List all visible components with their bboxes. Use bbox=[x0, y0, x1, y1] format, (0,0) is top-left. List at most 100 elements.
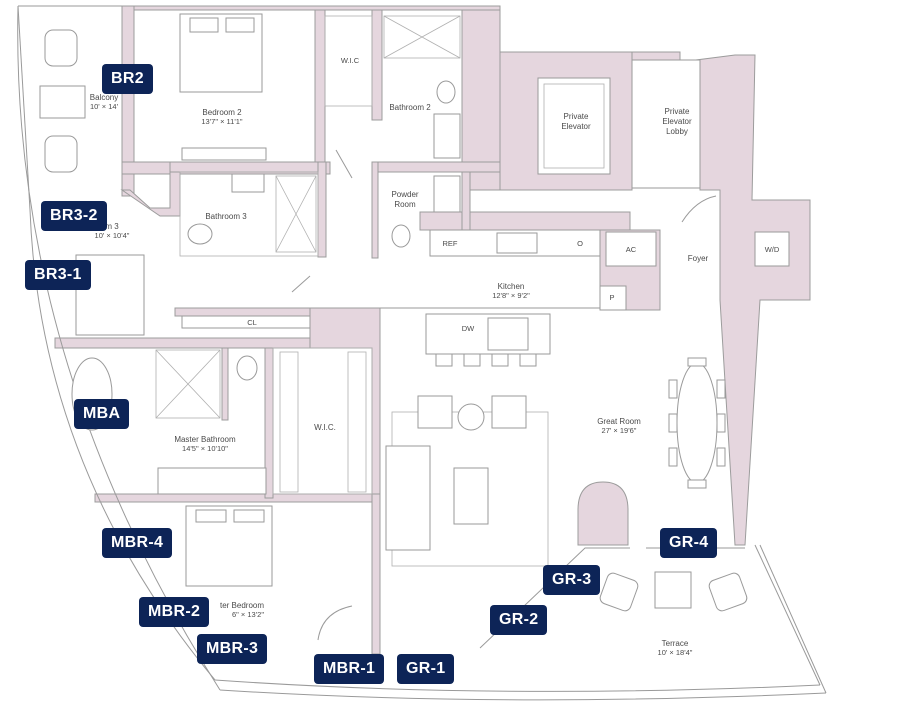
wall-br3-corner bbox=[120, 171, 181, 217]
tag-gr-2[interactable]: GR-2 bbox=[490, 605, 548, 635]
door-swing-kitchen bbox=[291, 275, 311, 293]
dims-bedroom3: 10' × 10'4" bbox=[95, 231, 130, 240]
label-wic-master: W.I.C. bbox=[314, 423, 336, 432]
side-table bbox=[457, 403, 485, 431]
dims-balcony: 10' × 14' bbox=[90, 102, 119, 111]
door-swing-foyer bbox=[681, 195, 717, 223]
label-ref: REF bbox=[443, 239, 458, 248]
wall-bath3-east bbox=[317, 161, 327, 258]
bedroom2-dresser bbox=[181, 147, 267, 161]
label-powder-1: Powder bbox=[391, 190, 418, 199]
label-lobby-2: Elevator bbox=[662, 117, 692, 126]
tag-mbr-3[interactable]: MBR-3 bbox=[197, 634, 268, 664]
labels: Balcony 10' × 14' Bedroom 2 13'7" × 11'1… bbox=[90, 56, 780, 657]
label-ac: AC bbox=[626, 245, 637, 254]
wall-br2-west bbox=[121, 5, 135, 197]
label-great-room: Great Room bbox=[597, 417, 641, 426]
bedroom2-pillow-r bbox=[225, 17, 255, 33]
label-private-elevator-2: Elevator bbox=[561, 122, 591, 131]
tag-mbr-2[interactable]: MBR-2 bbox=[139, 597, 210, 627]
label-master-bathroom: Master Bathroom bbox=[174, 435, 236, 444]
tag-br2[interactable]: BR2 bbox=[102, 64, 153, 94]
wall-bath2-west bbox=[371, 9, 383, 121]
wic-small-outline bbox=[324, 15, 373, 107]
bath3-vanity bbox=[231, 173, 265, 193]
dining-table bbox=[676, 362, 718, 484]
interior bbox=[39, 13, 790, 649]
tag-mbr-4[interactable]: MBR-4 bbox=[102, 528, 173, 558]
dims-master-bedroom: 6" × 13'2" bbox=[232, 610, 264, 619]
powder-vanity bbox=[433, 175, 461, 213]
wall-bath3-north bbox=[169, 161, 321, 173]
label-bathroom3: Bathroom 3 bbox=[205, 212, 247, 221]
kitchen-cooktop bbox=[496, 232, 538, 254]
bath3-shower bbox=[275, 175, 317, 253]
dining-chairs bbox=[668, 357, 726, 489]
door-swing-mbr bbox=[317, 605, 353, 641]
wall-mbr-east bbox=[371, 493, 381, 655]
dims-terrace: 10' × 18'4" bbox=[658, 648, 693, 657]
wall-mba-mid bbox=[221, 347, 229, 421]
ac-unit bbox=[605, 231, 657, 267]
tag-br3-1[interactable]: BR3-1 bbox=[25, 260, 91, 290]
elevator-lobby bbox=[631, 59, 701, 189]
label-lobby-3: Lobby bbox=[666, 127, 688, 136]
stool-4 bbox=[519, 353, 537, 367]
column-rounded bbox=[577, 481, 629, 546]
dims-kitchen: 12'8" × 9'2" bbox=[492, 291, 530, 300]
label-closet: CL bbox=[247, 318, 257, 327]
balcony-chair-top bbox=[44, 29, 78, 67]
bath2-vanity bbox=[433, 113, 461, 159]
label-bedroom2: Bedroom 2 bbox=[202, 108, 242, 117]
label-oven: O bbox=[577, 239, 583, 248]
dims-master-bathroom: 14'5" × 10'10" bbox=[182, 444, 228, 453]
dims-great-room: 27' × 19'6" bbox=[602, 426, 637, 435]
tag-gr-4[interactable]: GR-4 bbox=[660, 528, 718, 558]
bath2-toilet bbox=[436, 80, 456, 104]
wall-mid-horizontal bbox=[371, 161, 501, 173]
dims-bedroom2: 13'7" × 11'1" bbox=[201, 117, 243, 126]
tag-gr-3[interactable]: GR-3 bbox=[543, 565, 601, 595]
bath2-shower bbox=[383, 15, 461, 59]
master-vanity bbox=[157, 467, 267, 495]
tag-mba[interactable]: MBA bbox=[74, 399, 130, 429]
armchair-r bbox=[491, 395, 527, 429]
facade bbox=[17, 5, 827, 701]
door-swing-bed2 bbox=[335, 149, 353, 179]
label-bedroom3: m 3 bbox=[105, 222, 119, 231]
terrace-table bbox=[654, 571, 692, 609]
label-terrace: Terrace bbox=[662, 639, 689, 648]
wd-unit bbox=[754, 231, 790, 267]
wall-mba-east-block bbox=[309, 307, 381, 501]
wall-kitchen-north bbox=[419, 211, 631, 231]
bath3-outline bbox=[179, 171, 319, 257]
coffee-table bbox=[453, 467, 489, 525]
master-wic-outline bbox=[272, 347, 373, 495]
wall-powder-east bbox=[461, 171, 471, 231]
master-toilet bbox=[236, 355, 258, 381]
wall-closet-north bbox=[174, 307, 311, 317]
master-shower bbox=[155, 349, 221, 419]
label-balcony: Balcony bbox=[90, 93, 118, 102]
bedroom2-pillow-l bbox=[189, 17, 219, 33]
balcony-chair-bottom bbox=[44, 135, 78, 173]
tag-br3-2[interactable]: BR3-2 bbox=[41, 201, 107, 231]
label-dishwasher: DW bbox=[462, 324, 475, 333]
walls bbox=[54, 5, 811, 655]
label-lobby-1: Private bbox=[665, 107, 690, 116]
pantry bbox=[599, 285, 627, 311]
sofa bbox=[385, 445, 431, 551]
balcony-table bbox=[39, 85, 86, 119]
stool-1 bbox=[435, 353, 453, 367]
stool-2 bbox=[463, 353, 481, 367]
tag-mbr-1[interactable]: MBR-1 bbox=[314, 654, 385, 684]
wall-mba-south bbox=[94, 493, 381, 503]
elevator-cab bbox=[537, 77, 611, 175]
tag-gr-1[interactable]: GR-1 bbox=[397, 654, 455, 684]
label-wd: W/D bbox=[765, 245, 780, 254]
label-bathroom2: Bathroom 2 bbox=[389, 103, 431, 112]
wall-wic-east bbox=[314, 9, 326, 171]
wall-powder-west bbox=[371, 161, 379, 259]
label-foyer: Foyer bbox=[688, 254, 709, 263]
